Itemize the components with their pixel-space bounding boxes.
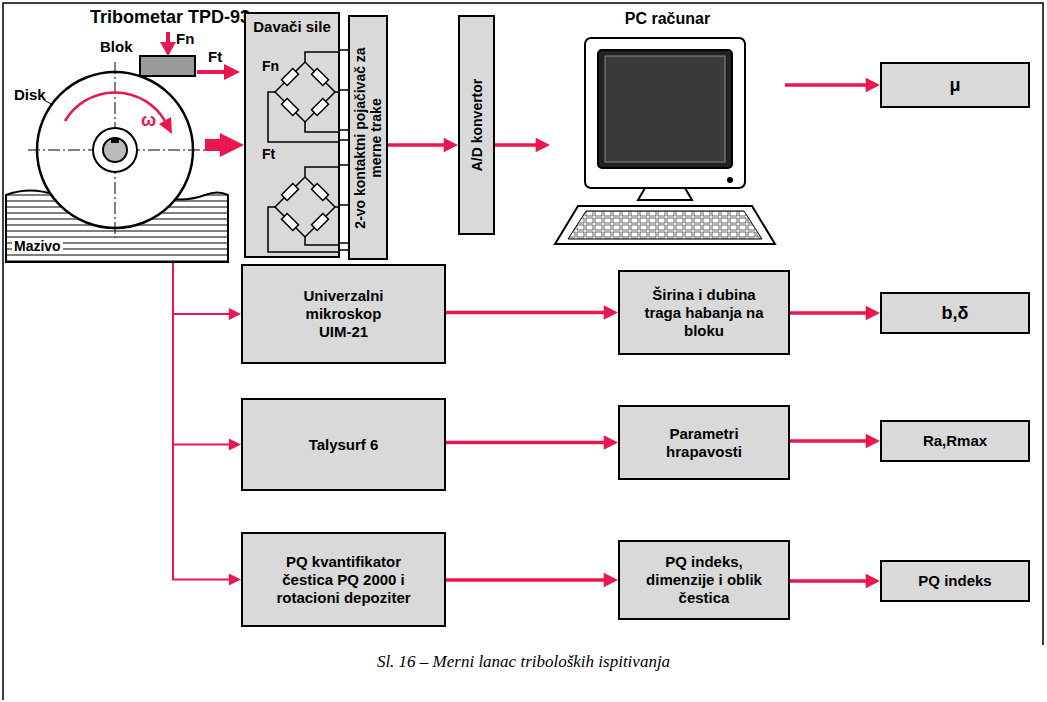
node-text: Talysurf 6 <box>309 436 379 454</box>
monitor-stand <box>638 188 692 200</box>
connector-arrow <box>205 133 244 157</box>
connector-arrow <box>495 138 550 152</box>
node-text: PC računar <box>550 10 785 28</box>
node-text: PQ indeks <box>918 572 991 590</box>
shaft <box>103 138 127 162</box>
node-text: A/D konvertor <box>469 25 485 225</box>
monitor <box>585 38 745 188</box>
normal-force-arrowhead <box>160 42 176 56</box>
result-box: Ra,Rmax <box>880 420 1030 462</box>
process-box: Širina i dubina traga habanja na bloku <box>618 270 790 355</box>
node-text: Univerzalni mikroskop UIM-21 <box>289 287 399 341</box>
part-label: Disk <box>14 86 46 103</box>
connector-arrow <box>173 263 241 320</box>
connector-arrow <box>388 138 458 152</box>
connector-arrow <box>173 263 241 451</box>
result-box: PQ indeks <box>880 560 1030 602</box>
keyboard <box>555 206 775 244</box>
keyboard-keys <box>568 211 762 239</box>
connector-arrow <box>446 573 618 587</box>
process-box: PQ indeks, dimenzije i oblik čestica <box>618 540 790 620</box>
node-text: μ <box>949 76 960 94</box>
part-label: Fn <box>262 58 279 74</box>
node-text: Parametri hrapavosti <box>654 425 754 461</box>
node-text: PQ kvantifikator čestica PQ 2000 i rotac… <box>266 553 421 607</box>
frame <box>3 3 1043 700</box>
node-text: Davači sile <box>253 18 331 36</box>
instrument-box: PQ kvantifikator čestica PQ 2000 i rotac… <box>241 532 446 627</box>
hub <box>93 128 137 172</box>
connector-arrow <box>790 434 880 448</box>
part-label: Ft <box>262 146 275 162</box>
connector-arrow <box>785 78 880 92</box>
computer: PC računar <box>550 8 785 250</box>
connector-arrow <box>173 263 241 586</box>
power-led <box>727 177 733 183</box>
key <box>111 138 119 143</box>
amplifier-box: 2-vo kontaktni pojačivač za merne trake <box>348 15 388 260</box>
connector-arrow <box>790 306 880 320</box>
signal-wires <box>340 50 348 250</box>
process-box: Parametri hrapavosti <box>618 405 790 480</box>
screen <box>598 50 732 168</box>
node-text: Ra,Rmax <box>923 432 987 450</box>
part-label: Mazivo <box>12 238 63 254</box>
block <box>140 56 195 76</box>
node-text: 2-vo kontaktni pojačivač za merne trake <box>352 35 384 240</box>
rotation-arrowhead <box>159 117 172 134</box>
connector-arrow <box>446 305 618 319</box>
result-box: μ <box>880 62 1030 108</box>
rotation-symbol: ω <box>141 110 156 131</box>
tangential-force-arrowhead <box>224 64 240 80</box>
instrument-box: Talysurf 6 <box>241 398 446 491</box>
part-label: Ft <box>208 48 222 65</box>
node-text: PQ indeks, dimenzije i oblik čestica <box>632 553 777 607</box>
sensor-box: Davači sile <box>244 12 340 258</box>
connector-arrow <box>446 435 618 449</box>
part-label: Blok <box>100 38 133 55</box>
connector-arrow <box>790 574 880 588</box>
tangential-force-arrow <box>197 70 226 74</box>
converter-box: A/D konvertor <box>458 15 495 235</box>
node-text: Širina i dubina traga habanja na bloku <box>639 286 769 340</box>
part-label: Fn <box>176 30 194 47</box>
result-box: b,δ <box>880 292 1030 334</box>
node-text: Tribometar TPD-93 <box>90 8 250 26</box>
node-text: b,δ <box>942 304 969 322</box>
screen-inner <box>605 56 725 162</box>
figure-caption: Sl. 16 – Merni lanac triboloških ispitiv… <box>0 652 1047 672</box>
strain-gauge-bridges <box>246 14 338 256</box>
instrument-box: Univerzalni mikroskop UIM-21 <box>241 264 446 364</box>
